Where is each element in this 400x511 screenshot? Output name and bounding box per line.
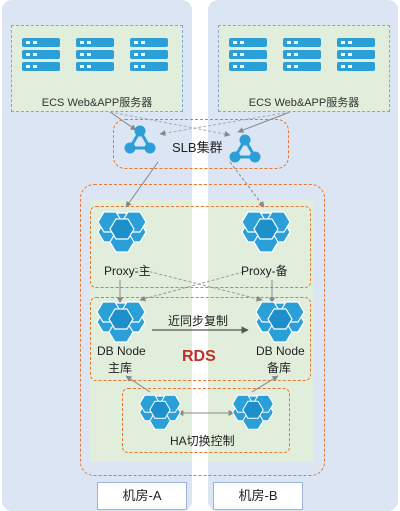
replication-label: 近同步复制 [168,314,229,328]
proxy-box [90,206,311,288]
ecs-server-group-a: ECS Web&APP服务器 [11,25,183,112]
proxy-master-label: Proxy-主 [104,264,151,278]
rds-label: RDS [182,348,216,365]
db-master-label-line2: 主库 [108,361,133,375]
honeycomb-icon [97,211,147,253]
db-backup-label-line1: DB Node [256,344,305,358]
ha-control-label: HA切换控制 [170,434,235,448]
server-icon [130,38,168,72]
network-cluster-icon [228,133,262,164]
slb-cluster-label: SLB集群 [172,140,223,155]
honeycomb-icon [241,211,291,253]
ecs-server-label: ECS Web&APP服务器 [41,97,153,109]
network-cluster-icon [123,124,157,155]
server-icon [283,38,321,72]
ha-box [122,388,290,453]
db-box [90,297,311,381]
proxy-backup-label: Proxy-备 [241,264,288,278]
server-icon [337,38,375,72]
rds-outer-box [80,184,325,476]
room-a-label: 机房-A [97,482,187,510]
honeycomb-icon [232,394,274,430]
honeycomb-icon [255,301,305,343]
honeycomb-icon [96,301,146,343]
ecs-server-label: ECS Web&APP服务器 [248,97,360,109]
slb-cluster-box [113,119,289,169]
server-icon [22,38,60,72]
server-icon [229,38,267,72]
db-backup-label-line2: 备库 [267,361,292,375]
server-icon [76,38,114,72]
db-master-label-line1: DB Node [97,344,146,358]
ecs-server-group-b: ECS Web&APP服务器 [218,25,390,112]
honeycomb-icon [139,394,181,430]
room-b-label: 机房-B [213,482,303,510]
